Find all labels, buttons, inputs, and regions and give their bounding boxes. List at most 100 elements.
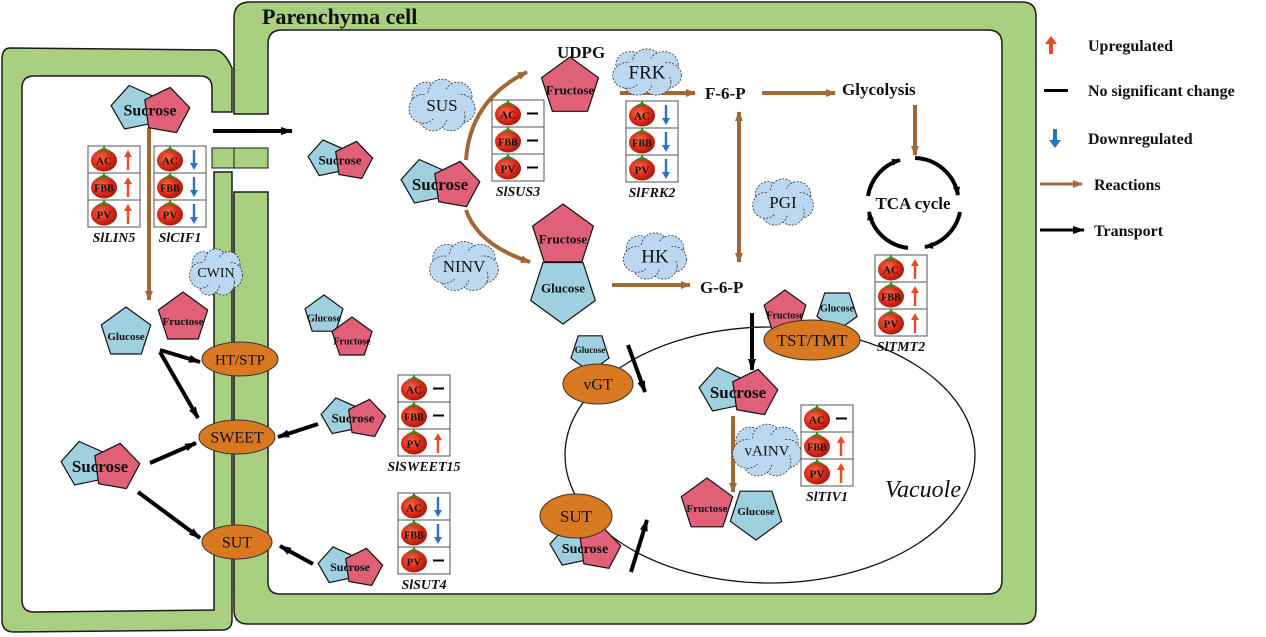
enzyme-label: FRK <box>629 63 666 84</box>
sucrose-molecule: Sucrose <box>307 139 374 180</box>
vacuole-label: Vacuole <box>885 477 961 503</box>
glucose-molecule: Glucose <box>100 306 152 355</box>
enzyme-ninv: NINV <box>429 241 499 291</box>
gene-row-pv: PV <box>88 199 140 226</box>
fructose-molecule: Fructose <box>331 316 373 356</box>
up-arrow-icon <box>911 259 919 279</box>
gene-row-ac: AC <box>878 254 919 281</box>
cultivar-label: AC <box>406 385 422 397</box>
gene-row-fbb: FBB <box>398 401 450 428</box>
up-arrow-icon <box>124 150 132 170</box>
cultivar-label: PV <box>163 210 178 222</box>
vacuole: Vacuole <box>564 326 976 584</box>
tomato-icon <box>401 378 427 401</box>
gene-row-ac: AC <box>401 492 442 519</box>
down-arrow-icon <box>434 524 442 544</box>
tomato-icon <box>878 258 904 281</box>
glucose-shape <box>304 294 344 332</box>
udpg-label: UDPG <box>557 43 605 62</box>
fructose-label: Fructose <box>546 83 595 98</box>
transporter-label: TST/TMT <box>777 331 848 350</box>
svg-text:Reactions: Reactions <box>1094 177 1161 194</box>
fructose-ring <box>345 547 384 587</box>
glucose-shape <box>529 261 597 325</box>
tomato-icon <box>629 131 655 154</box>
reaction-arrow-sus <box>464 70 528 161</box>
glucose-ring <box>60 440 105 486</box>
tomato-icon <box>401 523 427 546</box>
svg-text:Transport: Transport <box>1094 223 1164 240</box>
glucose-molecule: Glucose <box>529 261 597 325</box>
tomato-icon <box>157 149 183 172</box>
gene-row-fbb: FBB <box>398 519 450 546</box>
enzyme-label: PGI <box>769 193 797 212</box>
gene-row-pv: PV <box>398 428 450 455</box>
metabolite-shapes: SucroseSucroseGlucoseFructoseSucroseSucr… <box>60 56 858 587</box>
f6p-label: F-6-P <box>705 84 746 103</box>
enzyme-label: HK <box>641 247 669 268</box>
tomato-icon <box>401 550 427 573</box>
transport-arrow-sucrose-sweet <box>149 441 197 465</box>
fructose-ring <box>732 368 779 416</box>
glucose-ring <box>307 139 344 177</box>
svg-text:Upregulated: Upregulated <box>1088 38 1173 55</box>
transport-arrow-vgt <box>626 344 647 393</box>
enzyme-label: SUS <box>426 96 457 115</box>
parenchyma-cell: Parenchyma cell <box>211 1 1037 625</box>
tomato-icon <box>401 496 427 519</box>
tomato-icon <box>157 176 183 199</box>
dash-icon <box>1044 89 1068 92</box>
fructose-ring <box>335 140 374 180</box>
glucose-molecule: Glucose <box>304 294 344 332</box>
cultivar-label: FBB <box>404 413 424 424</box>
down-arrow-icon <box>190 177 198 197</box>
left-cell-wall <box>1 47 233 633</box>
enzyme-label: vAINV <box>745 443 790 459</box>
transporter-tst-tmt: TST/TMT <box>763 319 861 361</box>
gene-row-fbb: FBB <box>801 431 853 458</box>
transporter-label: HT/STP <box>215 352 265 368</box>
cultivar-label: AC <box>96 156 112 168</box>
gene-row-pv: PV <box>801 458 853 485</box>
down-arrow-icon <box>1049 129 1061 148</box>
tomato-icon <box>804 462 830 485</box>
svg-text:Downregulated: Downregulated <box>1088 131 1193 148</box>
cultivar-label: FBB <box>404 531 424 542</box>
fructose-shape <box>157 291 209 340</box>
tca-cycle-label: TCA cycle <box>875 194 951 213</box>
reaction-arrows <box>145 70 919 493</box>
sucrose-label: Sucrose <box>123 103 176 120</box>
glucose-label: Glucose <box>575 345 606 355</box>
transporter-label: SUT <box>222 535 252 552</box>
gene-name: SlLIN5 <box>93 231 136 246</box>
transport-arrow-sweet-in <box>277 422 319 439</box>
fructose-label: Fructose <box>333 337 371 348</box>
transport-arrow-sut-in <box>279 544 314 566</box>
fructose-label: Fructose <box>687 503 728 515</box>
sucrose-molecule: Sucrose <box>317 546 384 587</box>
glucose-ring <box>110 84 155 130</box>
cultivar-label: PV <box>501 164 516 176</box>
gene-name: SlTIV1 <box>806 490 848 505</box>
gene-row-fbb: FBB <box>626 127 678 154</box>
svg-text:No significant change: No significant change <box>1088 83 1235 100</box>
dash-icon <box>527 139 538 142</box>
fructose-ring <box>144 86 191 134</box>
glucose-ring <box>320 397 357 435</box>
transport-arrow-sut-vac <box>629 519 649 573</box>
fructose-ring <box>434 160 481 208</box>
gene-name: SlFRK2 <box>629 186 676 201</box>
gene-row-ac: AC <box>495 99 538 126</box>
glucose-label: Glucose <box>737 506 774 518</box>
up-arrow-icon <box>124 177 132 197</box>
dash-icon <box>527 112 538 115</box>
sucrose-label: Sucrose <box>562 542 608 557</box>
